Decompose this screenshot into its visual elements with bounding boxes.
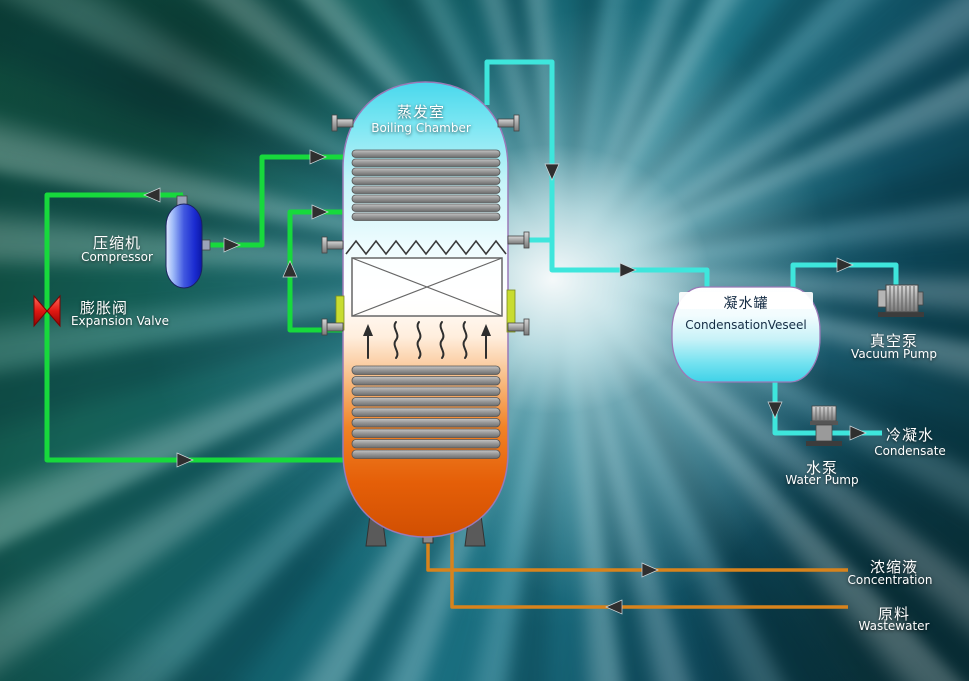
steam-squiggle — [416, 321, 422, 359]
pipe-valve-loop — [44, 192, 347, 463]
steam-up-arrowhead — [481, 324, 491, 336]
pipe-compressor-to-chamber-top — [207, 154, 347, 248]
tube — [351, 158, 501, 167]
nozzle-stub — [336, 118, 354, 128]
flow-arrow-left — [605, 599, 623, 615]
vacuum-pump-base — [878, 312, 924, 317]
water-pump-icon — [806, 405, 842, 446]
tube — [351, 194, 501, 203]
vacuum-pump-left-cap — [877, 289, 887, 308]
valve-triangle-right — [46, 294, 61, 328]
tube — [351, 376, 501, 386]
tube — [351, 418, 501, 428]
water-pump-flange — [810, 421, 838, 425]
tube — [351, 185, 501, 194]
flow-arrow-right — [176, 452, 194, 468]
tube — [351, 386, 501, 396]
nozzle-stub — [326, 322, 344, 332]
compressor-icon — [165, 195, 211, 289]
nozzle-flange — [321, 236, 328, 254]
nozzle-flange — [331, 114, 338, 132]
tube — [351, 365, 501, 375]
flow-arrow-right — [849, 425, 867, 441]
vessel-nozzles — [321, 114, 530, 336]
vacuum-pump-right-cap — [917, 291, 924, 306]
steam-up-arrowhead — [363, 324, 373, 336]
lower-tube-bundle — [351, 365, 501, 459]
pipe-chamber-top-to-condenser — [484, 59, 710, 292]
steam-squiggle — [439, 321, 445, 359]
tube — [351, 149, 501, 158]
vacuum-pump-ribs — [889, 286, 915, 311]
heater-brace — [351, 257, 503, 317]
water-pump-ribs — [815, 407, 833, 420]
tube — [351, 397, 501, 407]
tube — [351, 203, 501, 212]
pipe-concentrate-out — [426, 528, 848, 572]
tube — [351, 212, 501, 221]
compressor-body — [165, 203, 203, 289]
flow-arrow-right — [309, 149, 327, 165]
nozzle-flange — [523, 231, 530, 249]
nozzle-stub — [326, 240, 344, 250]
tube — [351, 176, 501, 185]
valve-triangle-left — [33, 294, 48, 328]
pipe-condenser-to-water-pump — [772, 380, 882, 436]
nozzle-stub — [507, 322, 525, 332]
nozzle-flange — [523, 318, 530, 336]
demister-zigzag — [345, 239, 507, 256]
sight-glass-right — [506, 289, 516, 333]
water-pump-base — [806, 441, 842, 446]
tube — [351, 439, 501, 449]
upper-tube-bundle — [351, 149, 501, 221]
nozzle-flange — [513, 114, 520, 132]
steam-squiggle — [393, 321, 399, 359]
flow-arrows — [143, 149, 867, 615]
steam-squiggle — [462, 321, 468, 359]
condensation-vessel — [671, 286, 821, 383]
flow-arrow-right — [619, 262, 637, 278]
flow-arrow-right — [311, 204, 329, 220]
flow-arrow-right — [836, 257, 854, 273]
nozzle-stub — [497, 118, 515, 128]
green-refrigerant-pipes — [44, 154, 347, 463]
flow-arrow-down — [544, 163, 560, 181]
tube — [351, 167, 501, 176]
tube — [351, 407, 501, 417]
orange-liquid-pipes — [426, 528, 848, 609]
pipe-wastewater-feed — [450, 530, 848, 609]
nozzle-flange — [321, 318, 328, 336]
tube — [351, 428, 501, 438]
heater-core — [351, 257, 503, 317]
flow-arrow-right — [223, 237, 241, 253]
steam-flow-symbols — [363, 321, 491, 359]
nozzle-stub — [507, 235, 525, 245]
condensation-vessel-body — [671, 286, 821, 383]
flow-arrow-up — [282, 260, 298, 278]
vacuum-pump-icon — [877, 284, 924, 317]
flow-arrow-right — [641, 562, 659, 578]
tube — [351, 449, 501, 459]
condensation-vessel-title-band — [679, 292, 813, 309]
flow-arrow-down — [767, 401, 783, 419]
flow-arrow-left — [143, 187, 161, 203]
expansion-valve-icon — [33, 294, 61, 328]
water-pump-body — [815, 424, 833, 442]
